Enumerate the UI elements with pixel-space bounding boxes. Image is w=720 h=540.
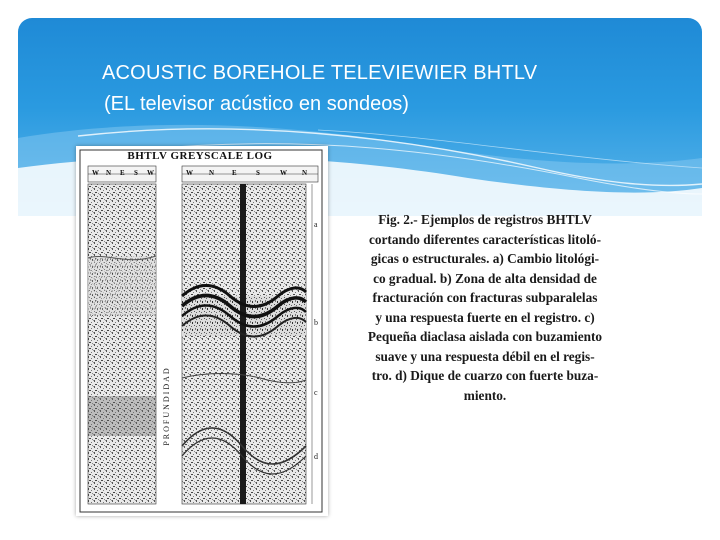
compass-left-w2: W <box>147 169 154 177</box>
figure-bhtlv-log: BHTLV GREYSCALE LOG W N E S W W N E S W … <box>76 146 328 516</box>
greyscale-log-image <box>79 149 323 513</box>
compass-right-w2: W <box>280 169 287 177</box>
caption-line: miento. <box>463 387 507 403</box>
compass-right-s: S <box>256 169 260 177</box>
compass-left-e: E <box>120 169 125 177</box>
compass-left-w1: W <box>92 169 99 177</box>
slide-title: ACOUSTIC BOREHOLE TELEVIEWIER BHTLV <box>102 62 538 84</box>
caption-line: co gradual. b) Zona de alta densidad de <box>373 270 597 286</box>
caption-line: cortando diferentes características lito… <box>368 231 601 247</box>
panel-label-d: d <box>314 452 318 461</box>
caption-line: fracturación con fracturas subparalelas <box>372 290 598 305</box>
caption-line: suave y una respuesta débil en el regis- <box>375 348 595 364</box>
compass-right-w1: W <box>186 169 193 177</box>
panel-label-c: c <box>314 388 318 397</box>
caption-line: gicas o estructurales. a) Cambio litológ… <box>370 251 600 266</box>
compass-right-n1: N <box>209 169 215 177</box>
figure-caption: Fig. 2.- Ejemplos de registros BHTLV cor… <box>356 210 614 405</box>
caption-line: tro. d) Dique de cuarzo con fuerte buza- <box>371 368 599 383</box>
panel-label-a: a <box>314 220 318 229</box>
compass-right-n2: N <box>302 169 308 177</box>
caption-line: Fig. 2.- Ejemplos de registros BHTLV <box>378 212 592 227</box>
caption-line: Pequeña diaclasa aislada con buzamiento <box>367 329 603 344</box>
compass-left-n: N <box>106 169 112 177</box>
compass-left-s: S <box>134 169 138 177</box>
depth-axis-label: PROFUNDIDAD <box>162 366 171 446</box>
compass-right-e: E <box>232 169 237 177</box>
figure-title: BHTLV GREYSCALE LOG <box>127 150 273 162</box>
caption-line: y una respuesta fuerte en el registro. c… <box>375 309 595 325</box>
panel-label-b: b <box>314 318 318 327</box>
slide-subtitle: (EL televisor acústico en sondeos) <box>104 93 409 115</box>
